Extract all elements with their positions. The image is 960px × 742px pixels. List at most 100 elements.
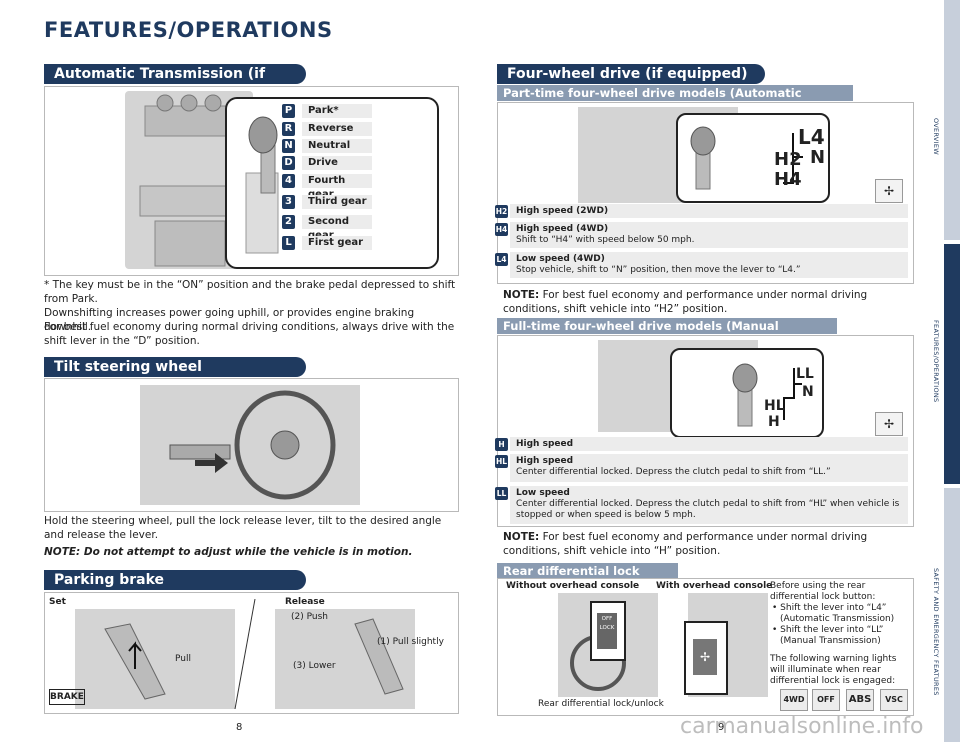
parking-set-photo — [75, 609, 235, 709]
brake-label: BRAKE — [49, 689, 85, 705]
mode-title: High speed — [516, 456, 574, 466]
rear-diff-instructions: Before using the rear differential lock … — [770, 581, 910, 687]
gear-badge: L — [282, 236, 295, 250]
page-title: FEATURES/OPERATIONS — [44, 18, 333, 42]
full-time-shift-pattern — [783, 368, 802, 420]
steering-wheel-photo — [140, 385, 360, 505]
before-text: Before using the rear differential lock … — [770, 581, 876, 602]
mode-badge: L4 — [495, 253, 508, 266]
gear-badge: R — [282, 122, 295, 136]
mode-badge: HL — [495, 455, 508, 468]
mode-title: High speed (2WD) — [516, 206, 609, 216]
parking-release-illustration — [354, 618, 404, 695]
mode-badge: LL — [495, 487, 508, 500]
diff-off-warning-icon: OFF — [812, 689, 840, 711]
mode-desc: Center differential locked. Depress the … — [516, 467, 831, 477]
mode-title: Low speed — [516, 488, 570, 498]
page-number-left: 8 — [236, 722, 243, 733]
gear-label: First gear — [302, 236, 372, 250]
part-time-lever-illustration — [690, 126, 716, 190]
diagram-ll: LL — [796, 366, 814, 382]
part-time-mode-h2: H2 High speed (2WD) — [495, 204, 908, 218]
auto-trans-panel — [44, 86, 459, 276]
full-time-mode-hl: HL High speed Center differential locked… — [495, 454, 908, 482]
abs-warning-icon: ABS — [846, 689, 874, 711]
side-label-overview: OVERVIEW — [932, 118, 940, 156]
parking-pull-label: Pull — [175, 654, 191, 664]
with-console-label: With overhead console — [656, 581, 773, 591]
without-console-label: Without overhead console — [506, 581, 640, 591]
tilt-panel — [44, 378, 459, 512]
diagram-l4: L4 — [798, 125, 825, 149]
gear-badge: D — [282, 156, 295, 170]
vsc-warning-icon: VSC — [880, 689, 908, 711]
overhead-button-callout: ✢ — [684, 621, 728, 695]
auto-trans-header: Automatic Transmission (if equipped) — [44, 64, 306, 102]
gear-badge: 3 — [282, 195, 295, 209]
full-time-lever-illustration — [732, 363, 758, 427]
gear-label: Third gear — [302, 195, 372, 209]
parking-header: Parking brake — [44, 570, 306, 590]
parking-pull-slightly-label: (1) Pull slightly — [377, 637, 444, 647]
rear-diff-panel: Without overhead console With overhead c… — [497, 578, 914, 716]
gear-label: Park* — [302, 104, 372, 118]
gear-badge: 4 — [282, 174, 295, 188]
gear-label: Fourth gear — [302, 174, 372, 200]
fwd-header: Four-wheel drive (if equipped) — [497, 64, 765, 84]
center-diff-indicator-icon: ✢ — [875, 412, 903, 436]
note-label: NOTE: — [503, 531, 540, 543]
side-label-features: FEATURES/OPERATIONS — [932, 320, 940, 403]
mode-desc: Shift to “H4” with speed below 50 mph. — [516, 235, 695, 245]
rear-diff-button-callout: OFF LOCK — [590, 601, 626, 661]
rear-diff-caption: Rear differential lock/unlock — [538, 699, 664, 709]
warning-text: The following warning lights will illumi… — [770, 654, 897, 686]
part-time-shift-pattern — [783, 133, 803, 184]
full-time-mode-ll: LL Low speed Center differential locked.… — [495, 486, 908, 524]
parking-set-label: Set — [49, 597, 66, 607]
tilt-body: Hold the steering wheel, pull the lock r… — [44, 515, 442, 541]
diagram-n: N — [810, 147, 826, 168]
parking-lower-label: (3) Lower — [293, 661, 336, 671]
part-time-mode-h4: H4 High speed (4WD) Shift to “H4” with s… — [495, 222, 908, 248]
auto-trans-body-1: Downshifting increases power going uphil… — [44, 307, 415, 333]
gear-label: Second gear — [302, 215, 372, 241]
rear-diff-lock-button[interactable]: OFF LOCK — [597, 613, 617, 649]
steering-wheel-illustration — [169, 390, 336, 500]
full-time-subheader: Full-time four-wheel drive models (Manua… — [497, 318, 837, 349]
part-time-note: NOTE: For best fuel economy and performa… — [503, 288, 913, 316]
mode-title: High speed — [516, 439, 574, 449]
side-label-safety: SAFETY AND EMERGENCY FEATURES — [932, 568, 940, 696]
parking-divider — [234, 599, 256, 709]
side-tab-overview[interactable] — [944, 0, 960, 240]
4wd-warning-icon: 4WD — [780, 689, 808, 711]
auto-trans-footnote: * The key must be in the “ON” position a… — [44, 279, 456, 305]
auto-trans-body-2: For best fuel economy during normal driv… — [44, 321, 455, 347]
part-time-mode-l4: L4 Low speed (4WD) Stop vehicle, shift t… — [495, 252, 908, 278]
diagram-h: H — [768, 414, 780, 430]
gear-badge: N — [282, 139, 295, 153]
mode-title: High speed (4WD) — [516, 224, 609, 234]
overhead-lock-button[interactable]: ✢ — [693, 639, 717, 675]
page-number-right: 9 — [718, 722, 725, 733]
mode-badge: H — [495, 438, 508, 451]
bullet-text: Shift the lever into “LL” (Manual Transm… — [780, 625, 884, 646]
parking-release-photo — [275, 609, 415, 709]
gear-label: Reverse — [302, 122, 372, 136]
note-text: For best fuel economy and performance un… — [503, 289, 868, 315]
mode-desc: Stop vehicle, shift to “N” position, the… — [516, 265, 801, 275]
gear-badge: 2 — [282, 215, 295, 229]
full-time-mode-h: H High speed — [495, 437, 908, 451]
bullet-text: Shift the lever into “L4” (Automatic Tra… — [780, 603, 895, 624]
side-tab-safety[interactable] — [944, 488, 960, 742]
bullet-item: • Shift the lever into “LL” (Manual Tran… — [772, 625, 884, 646]
rear-diff-header: Rear differential lock button — [497, 563, 678, 594]
diagram-n: N — [802, 384, 814, 400]
side-tab-features[interactable] — [944, 244, 960, 484]
watermark: carmanualsonline.info — [680, 714, 924, 739]
mode-desc: Center differential locked. Depress the … — [516, 499, 900, 520]
shifter-illustration — [139, 94, 241, 267]
parking-release-label: Release — [285, 597, 325, 607]
parking-set-illustration — [104, 623, 166, 700]
full-time-callout: LL N HL H — [670, 348, 824, 438]
note-text: For best fuel economy and performance un… — [503, 531, 868, 557]
